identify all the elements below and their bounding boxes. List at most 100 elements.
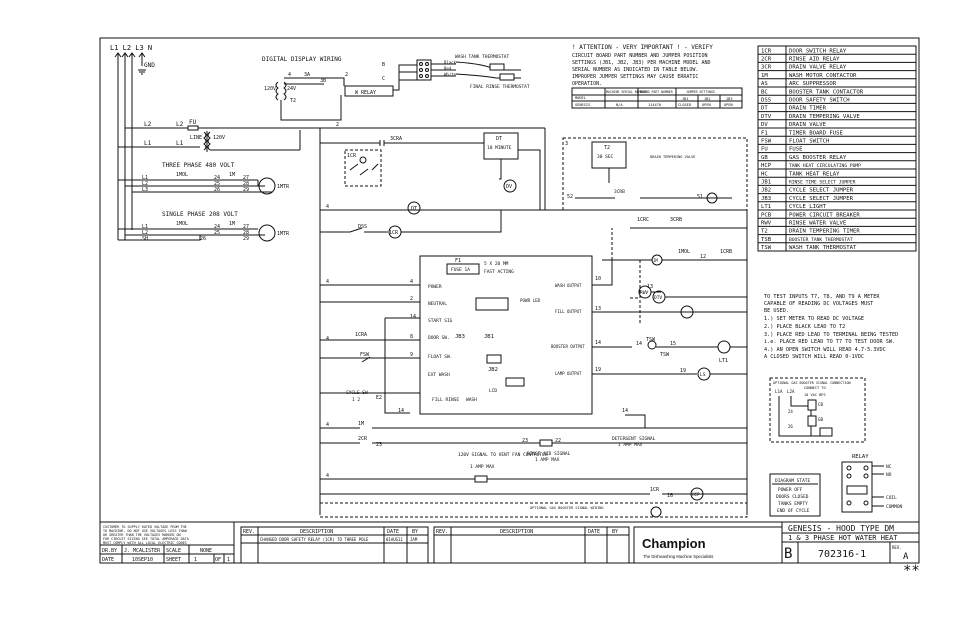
jt-h-model: MODEL bbox=[575, 96, 586, 100]
dtv-label: DTV bbox=[654, 295, 662, 301]
t2-n51: 51 bbox=[697, 194, 703, 200]
vent-terminal bbox=[474, 475, 488, 483]
drawing-stars: ** bbox=[903, 563, 920, 579]
power-lines-label: L1 L2 L3 N bbox=[110, 44, 152, 52]
out-n19: 19 bbox=[680, 368, 686, 374]
diagram-state-box bbox=[769, 473, 821, 517]
tp-n26: 26 bbox=[214, 187, 220, 193]
board-fill-output: FILL OUTPUT bbox=[555, 309, 582, 314]
board-fuse-name: F1 bbox=[455, 258, 461, 264]
sp-l2: L2 bbox=[142, 230, 148, 236]
board-fuse-type: FAST ACTING bbox=[484, 269, 514, 275]
attention-line-1: ! ATTENTION - VERY IMPORTANT ! - VERIFY bbox=[572, 44, 713, 51]
tb-drby: J. MCALISTER bbox=[124, 548, 161, 554]
legend-code: 3CR bbox=[761, 65, 772, 71]
rev1-h-desc: DESCRIPTION bbox=[300, 529, 333, 535]
board-jb1: JB1 bbox=[484, 334, 494, 340]
bn-2: 2 bbox=[410, 296, 413, 302]
tb-note-4: FOR CIRCUIT SIZING SEE TOTAL AMPERAGE DA… bbox=[103, 537, 189, 541]
fsw-label: FSW bbox=[360, 352, 370, 358]
legend-code: FSW bbox=[761, 139, 772, 145]
bn-13: 13 bbox=[595, 306, 601, 312]
gb-gb: GB bbox=[818, 417, 824, 422]
legend-description: GAS BOOSTER RELAY bbox=[789, 155, 847, 161]
dss-label: DSS bbox=[358, 224, 367, 230]
test-note-3: BE USED. bbox=[764, 308, 789, 314]
board-lcd: LCD bbox=[489, 388, 497, 394]
attention-line-2: CIRCUIT BOARD PART NUMBER AND JUMPER POS… bbox=[572, 53, 707, 59]
display-24v: 24V bbox=[287, 86, 296, 92]
out-n15: 15 bbox=[670, 341, 676, 347]
wash-probe bbox=[489, 63, 505, 71]
board-neutral: NEUTRAL bbox=[428, 301, 447, 307]
board-ext-wash: EXT WASH bbox=[428, 372, 450, 378]
legend-description: TANK HEAT RELAY bbox=[789, 171, 840, 177]
test-note-1: TO TEST INPUTS T7, T8, AND T9 A METER bbox=[764, 294, 880, 300]
three-phase-title: THREE PHASE 480 VOLT bbox=[162, 162, 235, 169]
legend-description: TANK HEAT CIRCULATING PUMP bbox=[789, 163, 861, 169]
legend-description: TIMER BOARD FUSE bbox=[789, 130, 844, 136]
sp-sh: SH bbox=[142, 236, 148, 242]
bus-n2: 2 bbox=[336, 122, 339, 128]
rev2-h-by: BY bbox=[612, 529, 618, 535]
bn-14: 14 bbox=[410, 314, 416, 320]
attention-line-6: OPERATION. bbox=[572, 81, 602, 87]
board-lamp-output: LAMP OUTPUT bbox=[555, 371, 582, 376]
door-relay-contacts bbox=[344, 149, 382, 187]
1cr-hcp-label: 1CR bbox=[650, 487, 660, 493]
tp-l1: L1 bbox=[142, 175, 148, 181]
wire-white-1: White bbox=[444, 72, 457, 77]
tb-date: 10SEP10 bbox=[132, 557, 153, 563]
rev1-desc: CHANGED DOOR SAFETY RELAY (1CR) TO THREE… bbox=[260, 537, 369, 542]
legend-description: RINSE AID RELAY bbox=[789, 57, 840, 63]
legend-description: DRAIN VALVE RELAY bbox=[789, 65, 847, 71]
champion-logo: Champion bbox=[642, 536, 706, 551]
test-note-9: A CLOSED SWITCH WILL READ 0-1VDC bbox=[764, 354, 864, 360]
hcp-coil bbox=[690, 487, 704, 501]
legend-code: JB1 bbox=[761, 180, 771, 186]
tb-date-label: DATE bbox=[102, 557, 114, 563]
test-instructions: TO TEST INPUTS T7, T8, AND T9 A METER CA… bbox=[764, 294, 898, 360]
legend-code: DTV bbox=[761, 114, 772, 120]
rinse-aid-label: RINSE AID SIGNAL bbox=[527, 451, 571, 457]
diagram-state-2: DOORS CLOSED bbox=[776, 494, 809, 500]
lower-n14: 14 bbox=[622, 408, 628, 414]
tb-sheet: 1 bbox=[194, 557, 197, 563]
board-start-sig: START SIG bbox=[428, 318, 453, 324]
legend-description: BOOSTER TANK CONTACTOR bbox=[789, 89, 864, 95]
diagram-state-title: DIAGRAM STATE bbox=[775, 478, 811, 484]
drain-valve-coil bbox=[503, 179, 517, 193]
tb-of: 1 bbox=[227, 557, 230, 563]
legend-code: T2 bbox=[761, 229, 768, 235]
sp-n28: 28 bbox=[243, 230, 249, 236]
board-input-wires bbox=[320, 284, 420, 394]
rev2-h-rev: REV. bbox=[436, 529, 448, 535]
fuse-symbol bbox=[187, 125, 199, 131]
dt-coil bbox=[407, 201, 421, 215]
l2-label: L2 bbox=[144, 121, 152, 128]
drain-timer-time: 10 MINUTE bbox=[487, 145, 512, 151]
tb-of-label: OF bbox=[215, 557, 221, 563]
rinse-aid-terminal bbox=[539, 439, 553, 447]
tp-n28: 28 bbox=[243, 181, 249, 187]
sp-n26: 26 bbox=[200, 236, 206, 242]
tp-n25: 25 bbox=[214, 181, 220, 187]
single-phase-circuit bbox=[118, 228, 265, 241]
relay-1crb: 1CRB bbox=[720, 249, 732, 255]
legend-description: WASH TANK THERMOSTAT bbox=[789, 245, 857, 251]
rev2-h-date: DATE bbox=[588, 529, 600, 535]
final-rinse-thermostat-label: FINAL RINSE THERMOSTAT bbox=[470, 84, 530, 90]
digital-display-title: DIGITAL DISPLAY WIRING bbox=[262, 56, 342, 63]
t2-n3: 3 bbox=[565, 141, 568, 147]
ground-symbol bbox=[138, 69, 146, 75]
gb-wire: 10 VAC BPS bbox=[804, 393, 826, 397]
jb2-header bbox=[486, 354, 502, 364]
t2-n52: 52 bbox=[567, 194, 573, 200]
legend-description: ARC SUPPRESSOR bbox=[789, 81, 837, 87]
legend-description: POWER CIRCUIT BREAKER bbox=[789, 212, 860, 218]
board-door-sw: DOOR SW. bbox=[428, 335, 450, 341]
board-fill-rinse: FILL RINSE bbox=[432, 397, 459, 403]
board-float-sw: FLOAT SW. bbox=[428, 354, 452, 360]
